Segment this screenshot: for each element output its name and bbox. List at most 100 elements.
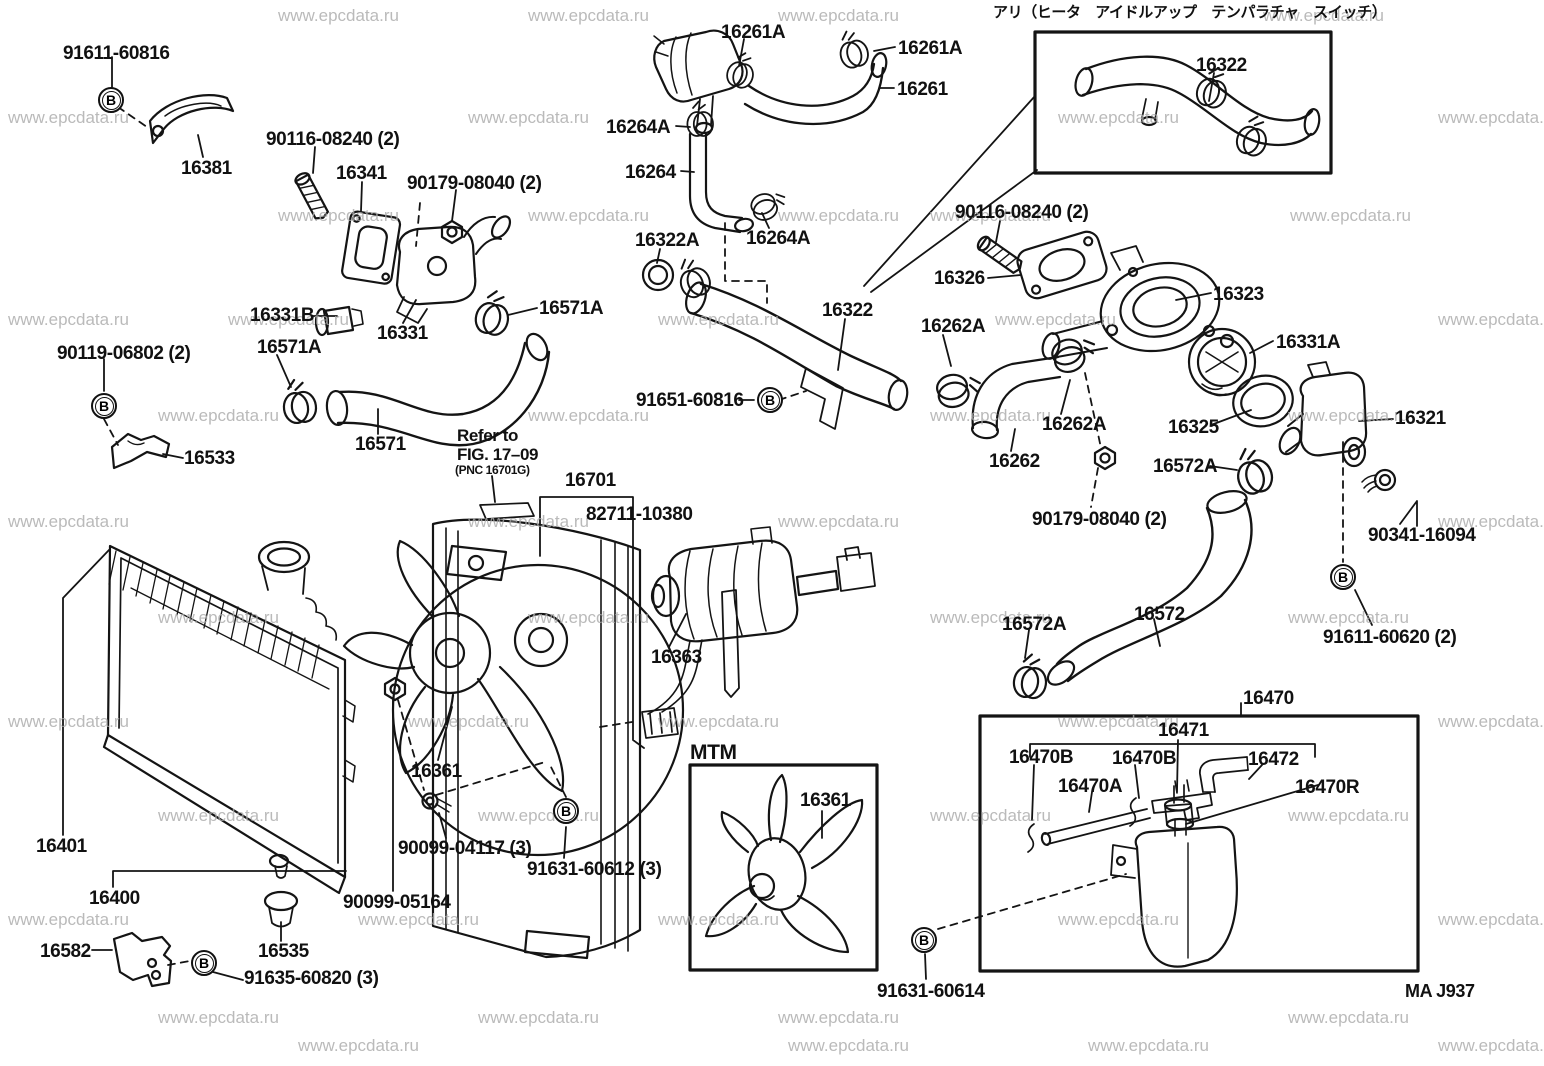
watermark: www.epcdata.ru — [1288, 806, 1409, 825]
gasket-16326 — [1016, 230, 1108, 300]
watermark: www.epcdata.ru — [930, 608, 1051, 627]
hose-stay — [800, 367, 844, 430]
label-90099-04117: 90099-04117 (3) — [398, 838, 532, 859]
oring-16325 — [1232, 374, 1294, 428]
watermark: www.epcdata.ru — [468, 108, 589, 127]
label-16331A: 16331A — [1276, 332, 1341, 353]
hose-16572 — [1046, 490, 1253, 686]
bracket-16381 — [148, 94, 235, 145]
label-ma-j937: MA J937 — [1405, 981, 1475, 1001]
watermark: www.epcdata.ru — [778, 206, 899, 225]
label-16533: 16533 — [184, 448, 235, 469]
watermark: www.epcdata.ru — [228, 310, 349, 329]
label-16361-a: 16361 — [411, 761, 462, 782]
label-16261: 16261 — [897, 79, 948, 100]
mtm-box — [688, 763, 879, 972]
watermark: www.epcdata.ru — [1438, 1036, 1544, 1055]
label-16323: 16323 — [1213, 284, 1264, 305]
watermark: www.epcdata.ru — [788, 1036, 909, 1055]
watermark: www.epcdata.ru — [408, 712, 529, 731]
bolt-marker-B-6: B — [911, 927, 937, 953]
label-16326: 16326 — [934, 268, 985, 289]
label-16571A-a: 16571A — [539, 298, 604, 319]
radiator-16400 — [102, 540, 356, 895]
label-16325: 16325 — [1168, 417, 1219, 438]
watermark: www.epcdata.ru — [1438, 310, 1544, 329]
watermark: www.epcdata.ru — [1263, 6, 1384, 25]
watermark: www.epcdata.ru — [1058, 910, 1179, 929]
fan-16361-mtm — [704, 773, 864, 954]
fan-shroud-16701 — [391, 518, 685, 960]
watermark: www.epcdata.ru — [658, 712, 779, 731]
label-90179-08040-b: 90179-08040 (2) — [1032, 509, 1167, 530]
label-91611-60620: 91611-60620 (2) — [1323, 627, 1457, 648]
clamp-16322 — [672, 253, 715, 302]
label-16701: 16701 — [565, 470, 616, 491]
watermark: www.epcdata.ru — [1088, 1036, 1209, 1055]
watermark: www.epcdata.ru — [995, 310, 1116, 329]
label-91631-60614: 91631-60614 — [877, 981, 985, 1002]
refer-line3: (PNC 16701G) — [455, 463, 530, 477]
leader-lines — [62, 38, 1418, 981]
nut-90179-b — [1093, 445, 1117, 471]
label-90116-08240-a: 90116-08240 (2) — [266, 129, 400, 150]
label-90179-08040-a: 90179-08040 (2) — [407, 173, 542, 194]
clip-16470B-a — [1027, 823, 1035, 853]
bolt-marker-B-4: B — [553, 798, 579, 824]
bolt-marker-B-2: B — [757, 387, 783, 413]
watermark: www.epcdata.ru — [778, 6, 899, 25]
watermark: www.epcdata.ru — [478, 806, 599, 825]
watermark: www.epcdata.ru — [1288, 1008, 1409, 1027]
water-outlet-16321 — [1278, 361, 1368, 468]
clamp-16262A-a — [933, 368, 985, 411]
label-16322-inset: 16322 — [1196, 55, 1247, 76]
label-16361-b: 16361 — [800, 790, 851, 811]
label-91631-60612: 91631-60612 (3) — [527, 859, 662, 880]
label-16264A-a: 16264A — [606, 117, 671, 138]
bolt-90099-04117 — [421, 792, 452, 813]
label-16262A-a: 16262A — [921, 316, 986, 337]
tube-16470A — [1027, 797, 1151, 853]
label-16470A: 16470A — [1058, 776, 1123, 797]
hose-16264 — [688, 132, 754, 234]
reservoir-box-16470 — [978, 714, 1420, 973]
joint-16471 — [1151, 779, 1213, 837]
water-outlet-16331 — [314, 210, 512, 337]
label-16262: 16262 — [989, 451, 1040, 472]
watermark: www.epcdata.ru — [8, 310, 129, 329]
oring-16322A — [641, 258, 675, 292]
label-16363: 16363 — [651, 647, 702, 668]
drain-plug — [268, 853, 290, 879]
label-16261A-a: 16261A — [721, 22, 786, 43]
watermark: www.epcdata.ru — [278, 206, 399, 225]
bolt-marker-B-3: B — [1330, 564, 1356, 590]
watermark: www.epcdata.ru — [658, 310, 779, 329]
watermark: www.epcdata.ru — [1438, 712, 1544, 731]
label-90341-16094: 90341-16094 — [1368, 525, 1476, 546]
label-mtm: MTM — [690, 741, 737, 764]
label-16381: 16381 — [181, 158, 232, 179]
hose-16571 — [325, 332, 551, 447]
bracket-16582 — [112, 931, 173, 988]
label-16264: 16264 — [625, 162, 676, 183]
label-16262A-b: 16262A — [1042, 414, 1107, 435]
label-16571A-b: 16571A — [257, 337, 322, 358]
label-16261A-b: 16261A — [898, 38, 963, 59]
label-16322: 16322 — [822, 300, 873, 321]
label-16572A-a: 16572A — [1153, 456, 1218, 477]
leader-lines-dashed — [103, 106, 1344, 966]
label-16470B-b: 16470B — [1112, 748, 1177, 769]
plug-90341-16094 — [1361, 468, 1397, 493]
label-16470R: 16470R — [1295, 777, 1360, 798]
label-16322A: 16322A — [635, 230, 700, 251]
label-91611-60816: 91611-60816 — [63, 43, 170, 64]
label-16472: 16472 — [1248, 749, 1299, 770]
watermark: www.epcdata.ru — [778, 1008, 899, 1027]
watermark: www.epcdata.ru — [528, 6, 649, 25]
watermark: www.epcdata.ru — [8, 108, 129, 127]
inset-box-16322 — [1033, 30, 1333, 175]
clamp-16571A-b — [279, 376, 319, 426]
watermark: www.epcdata.ru — [8, 512, 129, 531]
label-16582: 16582 — [40, 941, 91, 962]
